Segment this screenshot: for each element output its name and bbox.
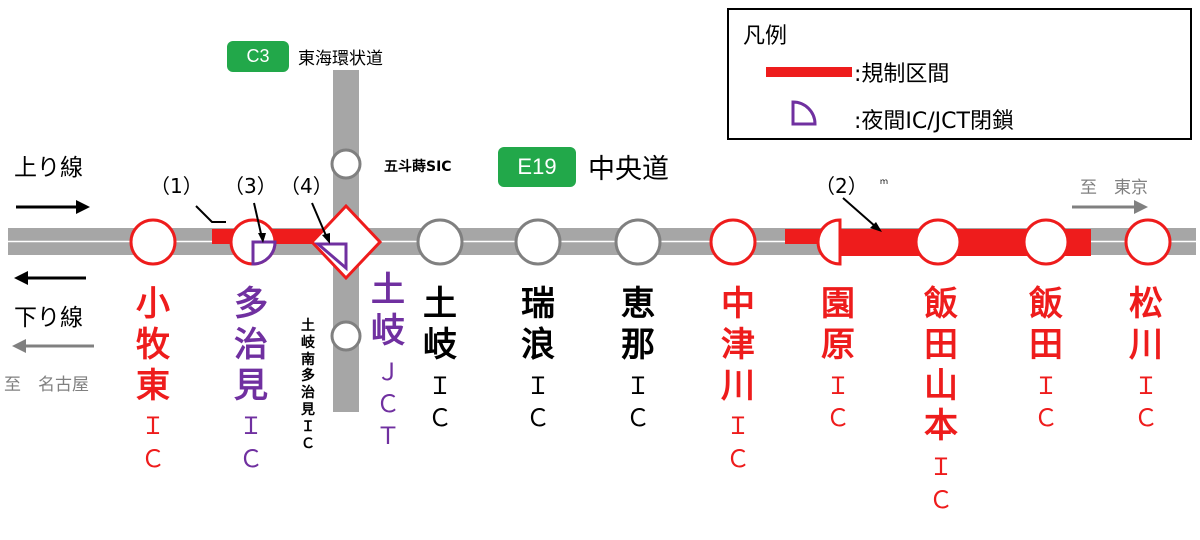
marker-1-leader [195, 205, 226, 223]
toki-jct-night-closure-icon [313, 242, 348, 272]
marker-4-arrowhead [322, 233, 330, 244]
ic-label-8: 飯田山本 ＩＣ [919, 284, 963, 516]
ena-ic-node [614, 218, 662, 266]
sonohara-ic-node [816, 218, 842, 266]
legend-title: 凡例 [743, 24, 788, 49]
ic-name: 松川 [1129, 284, 1163, 365]
marker-3-leader [253, 202, 263, 239]
marker-4: （4） [280, 174, 333, 198]
e19-route-badge: E19 [498, 147, 576, 187]
legend-night-closure-icon [791, 100, 817, 126]
c3-route-name: 東海環状道 [298, 49, 383, 69]
marker-3: （3） [224, 174, 277, 198]
down-line-arrowhead [14, 271, 28, 285]
marker-2-arrowhead [870, 222, 882, 232]
to-nagoya-arrowhead [12, 339, 26, 353]
ic-label-1: 多治見 ＩＣ [229, 284, 273, 475]
ic-suffix: ＩＣ [626, 371, 650, 432]
tokiminami-tajimi-ic-text: 土岐南多治見ＩＣ [301, 318, 315, 452]
ic-suffix: ＩＣ [929, 453, 953, 514]
to-nagoya-label: 至 名古屋 [4, 375, 89, 395]
ic-name: 飯田 [1029, 284, 1063, 365]
tokiminami-tajimi-ic-node [330, 320, 362, 352]
ic-name: 中津川 [721, 284, 755, 406]
gotomaki-sic-label: 五斗蒔SIC [384, 159, 452, 175]
mizunami-ic-node [514, 218, 562, 266]
legend-restriction-swatch [766, 67, 852, 77]
ic-suffix: ＩＣ [1134, 371, 1158, 432]
ic-name: 恵那 [621, 284, 655, 365]
up-line-label: 上り線 [14, 155, 83, 181]
ic-name: 飯田山本 [924, 284, 958, 447]
up-line-arrowhead [76, 200, 90, 214]
ic-suffix: ＩＣ [239, 412, 263, 473]
to-tokyo-arrowhead [1134, 200, 1148, 214]
ic-name: 土岐 [423, 284, 457, 365]
ic-label-0: 小牧東 ＩＣ [131, 284, 175, 475]
legend-box: 凡例 :規制区間 :夜間IC/JCT閉鎖 [727, 8, 1192, 140]
legend-restriction-label: :規制区間 [854, 62, 950, 87]
iidayamamoto-ic-node [914, 218, 962, 266]
c3-route-badge: C3 [227, 41, 289, 72]
ic-name: 瑞浪 [521, 284, 555, 365]
gotomaki-sic-node [330, 148, 362, 180]
e19-route-name: 中央道 [588, 154, 669, 185]
ic-suffix: ＩＣ [526, 371, 550, 432]
ic-name: 多治見 [234, 284, 268, 406]
marker-2-leader [842, 197, 877, 228]
marker-4-leader [311, 202, 328, 239]
toki-ic-node [416, 218, 464, 266]
nakatsugawa-ic-node [709, 218, 757, 266]
to-tokyo-label: 至 東京 [1080, 178, 1148, 198]
ic-label-6: 中津川 ＩＣ [716, 284, 760, 475]
marker-3-arrowhead [258, 233, 266, 243]
ic-label-2: 土岐 ＪＣＴ [366, 270, 410, 453]
iida-ic-node [1022, 218, 1070, 266]
ic-suffix: ＩＣ [141, 412, 165, 473]
legend-night-closure-label: :夜間IC/JCT閉鎖 [854, 109, 1014, 134]
tajimi-night-closure-icon [251, 240, 277, 266]
marker-2: （2） [815, 174, 868, 198]
komakihigashi-ic-node [129, 218, 177, 266]
ic-name: 小牧東 [136, 284, 170, 406]
ic-suffix: ＩＣ [726, 412, 750, 473]
ic-suffix: ＪＣＴ [376, 357, 400, 451]
ic-suffix: ＩＣ [428, 371, 452, 432]
tokiminami-tajimi-ic-label: 土岐南多治見ＩＣ [288, 318, 328, 452]
matsukawa-ic-node [1124, 218, 1172, 266]
ic-suffix: ＩＣ [826, 371, 850, 432]
stray-mark: ｍ [880, 177, 888, 186]
ic-name: 土岐 [371, 270, 405, 351]
ic-suffix: ＩＣ [1034, 371, 1058, 432]
ic-name: 園原 [821, 284, 855, 365]
down-line-label: 下り線 [14, 305, 83, 331]
marker-1: （1） [150, 174, 203, 198]
